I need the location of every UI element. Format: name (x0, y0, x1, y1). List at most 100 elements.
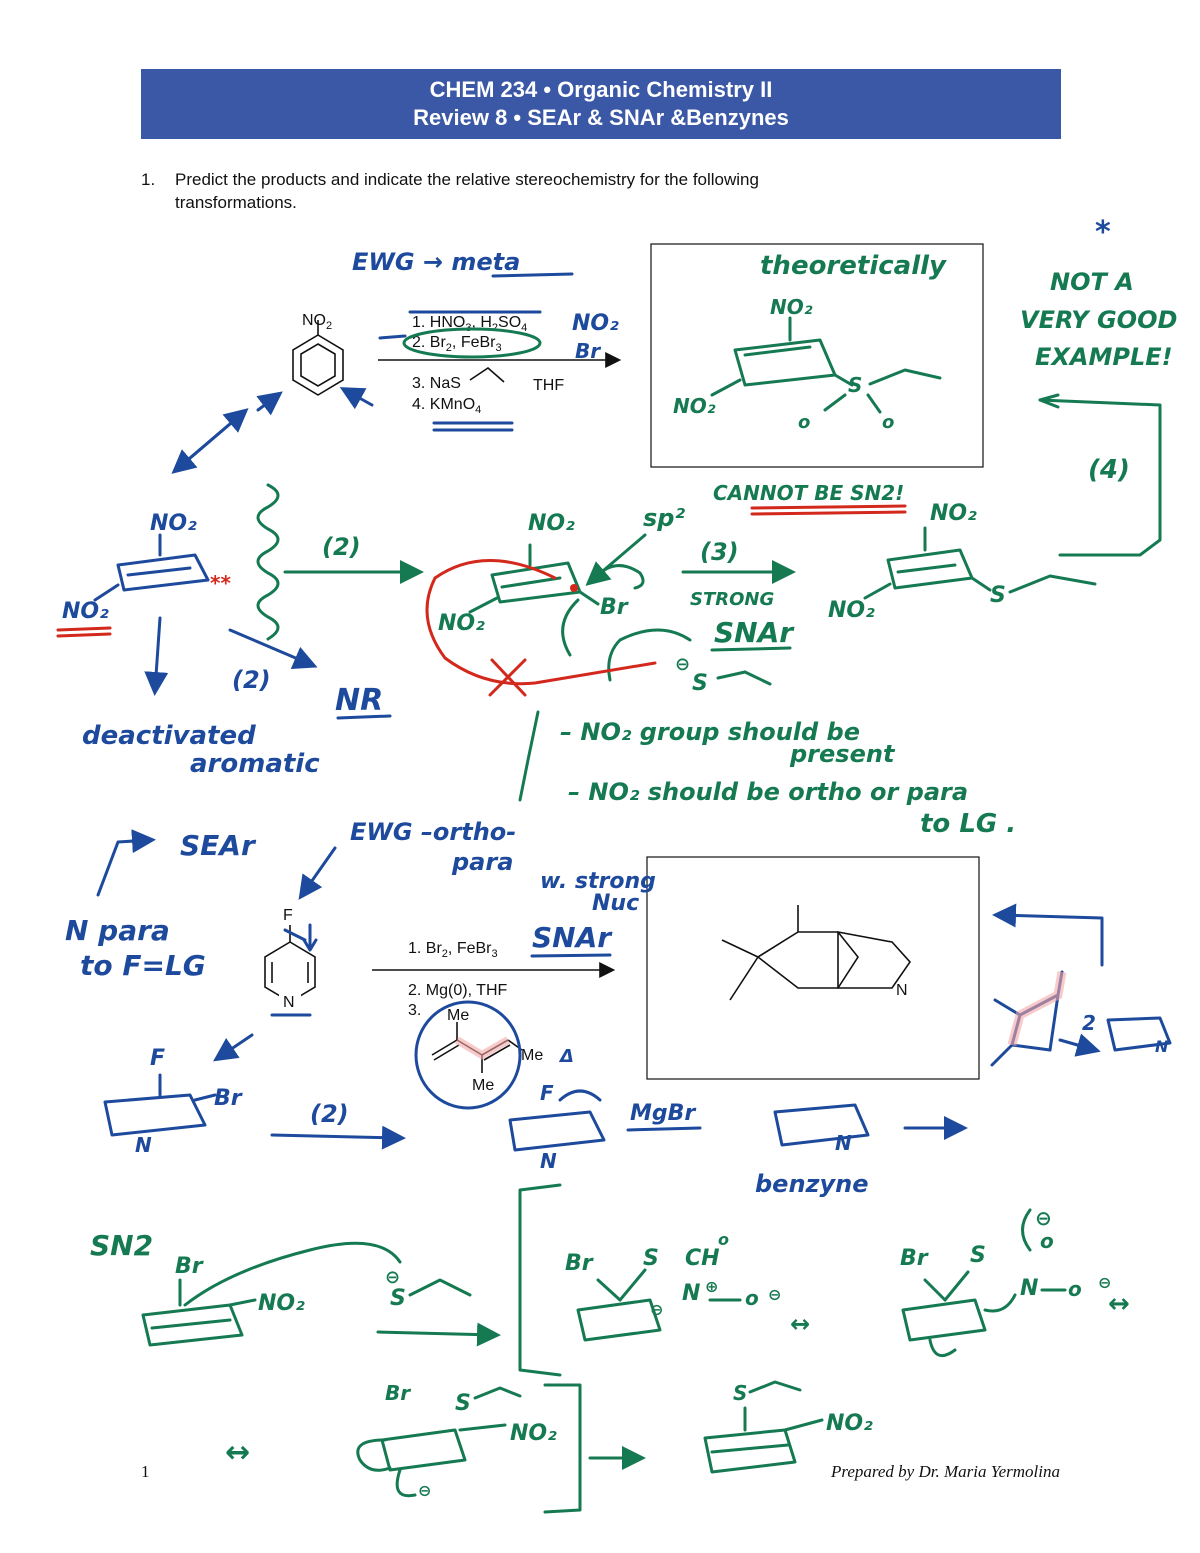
meisenheimer-2: Br S N o ⊖ ⊖ o (900, 1206, 1111, 1358)
bromonitrobenzene: NO₂ (141, 1241, 402, 1347)
svg-text:o: o (1040, 1229, 1054, 1253)
svg-text:S: S (990, 583, 1006, 608)
svg-text:N: N (135, 1133, 152, 1157)
svg-text:⊖: ⊖ (1098, 1273, 1111, 1292)
bromo-dinitrobenzene: NO₂ NO₂ Br ⊖ S (438, 511, 772, 696)
note-ewg-meta: EWG → meta (352, 248, 520, 276)
review-title: Review 8 • SEAr & SNAr &Benzynes (413, 105, 789, 130)
pyridyne: N (773, 1103, 870, 1155)
svg-text:⊖: ⊖ (1035, 1206, 1052, 1230)
meisenheimer-3: Br S NO₂ ⊖ (356, 1381, 557, 1500)
note-snar: SNAr (714, 616, 795, 649)
reagent-step3: 3. NaS (412, 375, 461, 392)
note-benzyne: benzyne (755, 1170, 869, 1198)
question-text-line2: transformations. (175, 193, 297, 212)
reagent2-step2: 2. Mg(0), THF (408, 982, 508, 999)
svg-text:S: S (692, 671, 708, 696)
svg-text:**: ** (210, 571, 231, 595)
note-f-lg: to F=LG (80, 949, 206, 982)
methyl-label-3: Me (472, 1077, 494, 1094)
svg-text:NO₂: NO₂ (150, 511, 197, 536)
nitrobenzene-structure: NO2 (292, 312, 344, 396)
svg-text:F: F (540, 1081, 554, 1105)
note-nr: NR (335, 683, 383, 718)
nitro-label: NO2 (302, 312, 332, 332)
svg-text:S: S (733, 1381, 747, 1405)
page-number: 1 (141, 1462, 150, 1481)
course-title: CHEM 234 • Organic Chemistry II (429, 77, 773, 102)
note-no2: NO₂ (572, 311, 619, 336)
svg-text:NO₂: NO₂ (258, 1291, 305, 1316)
note-no2-present-b: present (789, 740, 896, 768)
svg-text:o: o (882, 412, 894, 433)
question-1: 1.Predict the products and indicate the … (141, 168, 941, 214)
grignard-pyridine: F N MgBr (508, 1081, 702, 1173)
note-ewg-para: para (451, 848, 513, 876)
svg-text:NO₂: NO₂ (510, 1421, 557, 1446)
svg-text:S: S (390, 1286, 406, 1311)
svg-text:⊖: ⊖ (768, 1285, 781, 1304)
reagent2-step3: 3. (408, 1002, 421, 1019)
svg-text:NO₂: NO₂ (828, 598, 875, 623)
svg-text:F: F (150, 1046, 165, 1071)
svg-text:NO₂: NO₂ (673, 394, 716, 418)
svg-text:NO₂: NO₂ (528, 511, 575, 536)
note-ortho-para-b: to LG . (920, 809, 1016, 839)
svg-text:N: N (682, 1281, 700, 1306)
step-2-label-c: (2) (310, 1100, 349, 1128)
svg-text:Br: Br (385, 1381, 411, 1405)
note-mgbr: MgBr (630, 1101, 696, 1126)
question-number: 1. (141, 170, 156, 189)
reagent-step4: 4. KMnO4 (412, 396, 481, 416)
note-n-para: N para (65, 914, 170, 947)
note-strong: STRONG (690, 589, 774, 610)
svg-text:⊖: ⊖ (385, 1267, 400, 1288)
fluoro-label: F (283, 907, 293, 924)
diene-benzyne-sketch: 2 N (990, 970, 1172, 1067)
note-sn2: SN2 (90, 1229, 153, 1262)
step-2-label-a: (2) (322, 533, 361, 561)
isoquinoline-answer: N (721, 905, 912, 1001)
note-sear: SEAr (180, 829, 257, 862)
svg-text:Br: Br (175, 1254, 204, 1279)
svg-text:o: o (745, 1286, 759, 1310)
diene-circle (414, 1000, 522, 1110)
svg-text:NO₂: NO₂ (826, 1411, 873, 1436)
svg-text:↔: ↔ (790, 1310, 810, 1338)
meisenheimer-1: Br S ⊖ CH o N ⊕ o ⊖ (565, 1230, 781, 1342)
reagent-step1: 1. HNO3, H2SO4 (412, 314, 527, 334)
note-cannot-sn2: CANNOT BE SN2! (713, 481, 904, 505)
svg-text:Br: Br (214, 1086, 243, 1111)
svg-text:⊕: ⊕ (705, 1277, 718, 1296)
bromofluoropyridine: Br N (103, 1073, 243, 1157)
bracket-right (543, 1383, 582, 1514)
answer-nitrogen: N (896, 982, 908, 999)
reagent-solvent: THF (533, 377, 564, 394)
svg-text:S: S (643, 1246, 659, 1271)
note-not-a: NOT A (1050, 268, 1134, 296)
note-deactivated: deactivated (82, 721, 256, 751)
svg-text:o: o (1068, 1277, 1082, 1301)
answer-box-2 (646, 856, 980, 1080)
step-2-label-b: (2) (232, 666, 271, 694)
svg-text:NO₂: NO₂ (438, 611, 485, 636)
step-4-label: (4) (1088, 455, 1130, 485)
note-w-strong: w. strong (540, 869, 656, 894)
diene-structure: Me Me Me (431, 1007, 543, 1094)
theoretical-product: NO₂ NO₂ S o o (673, 295, 942, 433)
note-theoretically: theoretically (760, 251, 947, 281)
prepared-by: Prepared by Dr. Maria Yermolina (830, 1462, 1060, 1481)
step-3-label: (3) (700, 538, 739, 566)
svg-text:S: S (848, 373, 862, 397)
note-sp2: sp² (643, 504, 685, 532)
svg-text:Br: Br (565, 1251, 594, 1276)
fluoropyridine-structure: F N (264, 907, 316, 1011)
thioether-product: NO₂ NO₂ S (828, 501, 1097, 623)
svg-text:NO₂: NO₂ (62, 599, 109, 624)
dinitrobenzene-left: NO₂ NO₂ ** (56, 511, 231, 638)
note-br: Br (575, 339, 601, 363)
svg-text:Br: Br (900, 1246, 929, 1271)
svg-text:2: 2 (1082, 1011, 1096, 1035)
svg-text:N: N (1155, 1037, 1169, 1056)
svg-text:↔: ↔ (225, 1435, 250, 1470)
